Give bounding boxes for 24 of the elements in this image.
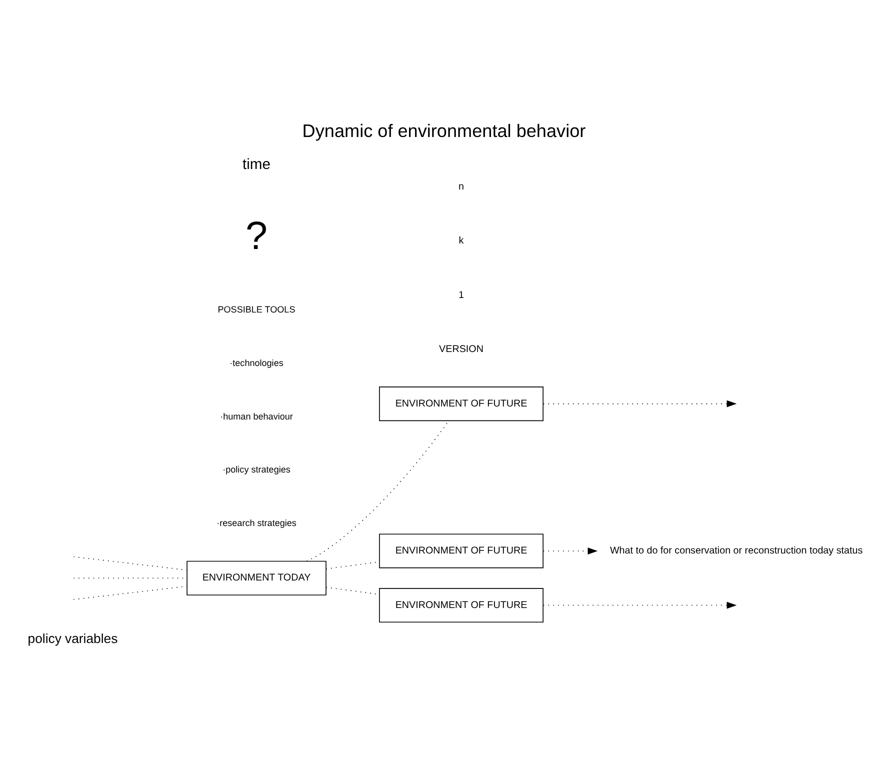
label: ·human behaviour [220,411,293,422]
label: VERSION [439,344,484,356]
arrow [542,548,598,554]
node-box: ENVIRONMENT OF FUTURE [379,386,544,422]
label: ·research strategies [216,518,296,528]
diagram-title: Dynamic of environmental behavior [302,121,586,142]
label: ·policy strategies [222,464,290,475]
label: n [458,181,464,192]
label: ? [246,214,268,258]
label: time [242,156,270,173]
label: POSSIBLE TOOLS [218,304,296,314]
label: k [458,236,464,247]
label: policy variables [28,630,118,646]
connector [73,586,188,600]
label: ·technologies [230,358,284,368]
node-box: ENVIRONMENT OF FUTURE [379,588,544,623]
connector [306,420,450,562]
arrow [542,602,737,609]
node-text: What to do for conservation or reconstruction today status [610,546,863,557]
connector [73,556,188,570]
label: 1 [458,290,464,301]
arrow [542,400,737,408]
node-box: ENVIRONMENT TODAY [186,560,326,596]
node-box: ENVIRONMENT OF FUTURE [379,534,544,568]
